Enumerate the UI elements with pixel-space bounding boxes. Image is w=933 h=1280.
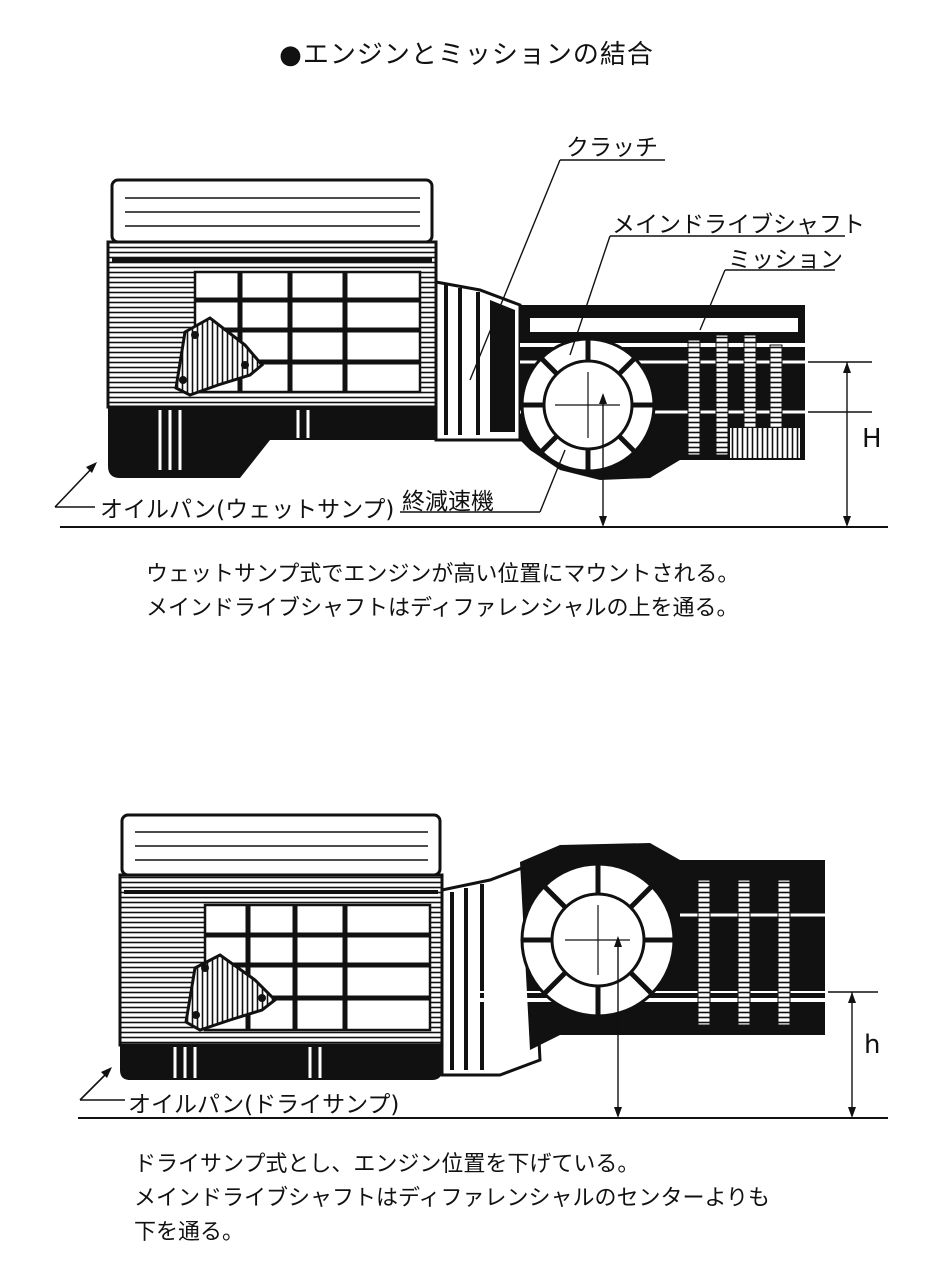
mission-label: ミッション (728, 247, 843, 273)
engine-mount-bottom (184, 953, 278, 1032)
main-drive-shaft-label: メインドライブシャフト (612, 212, 865, 238)
height-h-label: h (864, 1030, 881, 1060)
engine-head-cover-bottom (120, 813, 442, 877)
dry-sump-oil-pan-label: オイルパン(ドライサンプ) (128, 1092, 400, 1118)
bottom-caption-line-2: メインドライブシャフトはディファレンシャルのセンターよりも (134, 1186, 771, 1211)
top-caption-line-1: ウェットサンプ式でエンジンが高い位置にマウントされる。 (146, 562, 740, 587)
clutch-housing-bottom (440, 862, 542, 1077)
differential-ring-gear-bottom (520, 862, 676, 1018)
top-caption-line-2: メインドライブシャフトはディファレンシャルの上を通る。 (146, 596, 739, 621)
wet-sump-oil-pan-label: オイルパン(ウェットサンプ) (100, 497, 395, 523)
top-wet-sump-diagram (54, 159, 888, 528)
page-title: ●エンジンとミッションの結合 (279, 40, 654, 70)
engine-head-cover (110, 178, 434, 244)
transmission-case-bottom (520, 843, 825, 1050)
height-H-label: H (862, 424, 882, 454)
final-reduction-label: 終減速機 (402, 489, 494, 515)
bottom-caption-line-1: ドライサンプ式とし、エンジン位置を下げている。 (134, 1152, 640, 1177)
dry-sump-oil-pan (120, 1045, 442, 1080)
engine-block-bottom (118, 873, 444, 1047)
wet-sump-oil-pan (108, 407, 436, 478)
clutch-label: クラッチ (566, 135, 658, 161)
bottom-caption-line-3: 下を通る。 (134, 1220, 245, 1245)
